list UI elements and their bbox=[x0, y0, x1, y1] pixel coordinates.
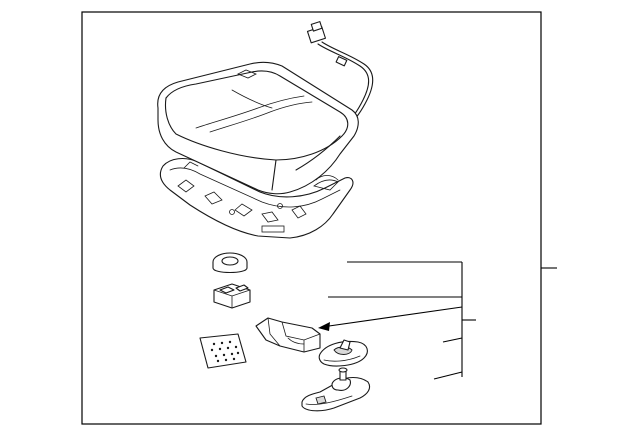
callout-bracket bbox=[318, 261, 476, 380]
seat-cushion bbox=[157, 61, 359, 195]
lower-cover bbox=[301, 367, 371, 412]
cushion-pad bbox=[199, 333, 247, 369]
track-cover-bracket bbox=[255, 317, 321, 353]
ring-clip bbox=[212, 252, 248, 274]
retainer-clip bbox=[318, 339, 368, 367]
seat-frame bbox=[159, 157, 354, 239]
stopper-block bbox=[213, 283, 251, 309]
diagram-frame bbox=[81, 11, 542, 425]
